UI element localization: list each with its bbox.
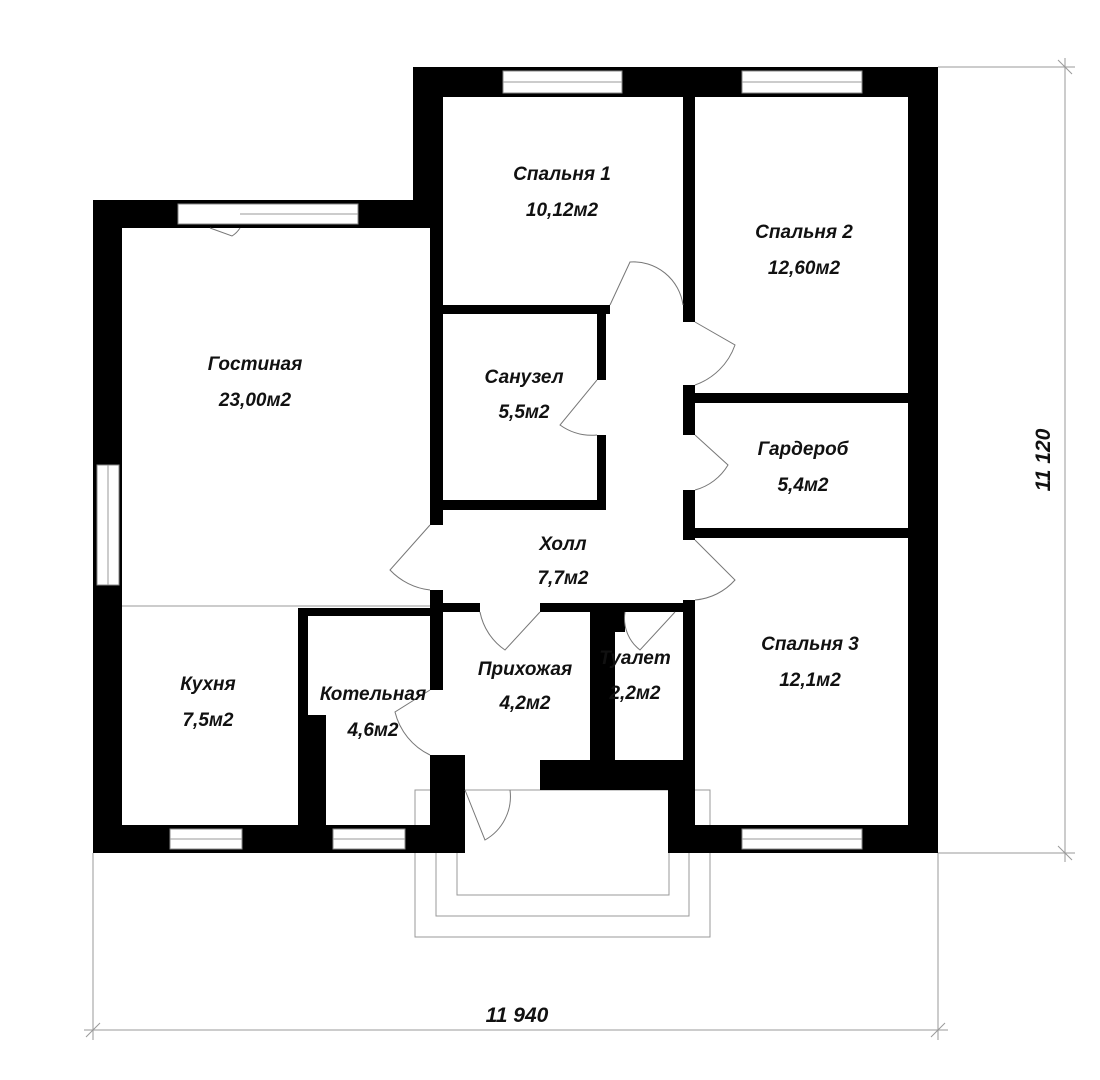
room-area: 5,4м2 [777,475,828,496]
room-area: 7,5м2 [182,710,233,731]
windows [96,70,863,850]
width-dimension: 11 940 [486,1004,549,1027]
room-name: Холл [538,534,586,555]
room-name: Туалет [599,648,671,669]
room-bathroom: Санузел 5,5м2 [484,367,563,423]
room-name: Гостиная [208,354,303,375]
room-name: Гардероб [758,439,850,460]
room-area: 12,1м2 [779,670,841,691]
dimension-lines [84,58,1075,1040]
room-bedroom3: Спальня 3 12,1м2 [761,634,859,691]
room-name: Котельная [320,684,426,705]
room-kitchen: Кухня 7,5м2 [180,674,235,731]
room-area: 5,5м2 [498,402,549,423]
room-name: Санузел [484,367,563,388]
room-bedroom1: Спальня 1 10,12м2 [513,164,611,221]
room-area: 12,60м2 [768,258,841,279]
room-area: 7,7м2 [537,568,588,589]
height-dimension: 11 120 [1032,428,1055,491]
room-hall: Холл 7,7м2 [537,534,588,589]
room-name: Спальня 3 [761,634,859,655]
room-toilet: Туалет 2,2м2 [599,648,671,704]
room-name: Спальня 2 [755,222,853,243]
room-entry: Прихожая 4,2м2 [478,659,572,714]
room-wardrobe: Гардероб 5,4м2 [758,439,850,496]
room-area: 2,2м2 [608,683,660,704]
room-area: 10,12м2 [526,200,599,221]
room-area: 23,00м2 [218,390,292,411]
room-area: 4,2м2 [498,693,550,714]
room-name: Прихожая [478,659,572,680]
room-area: 4,6м2 [346,720,398,741]
room-name: Кухня [180,674,235,695]
room-name: Спальня 1 [513,164,611,185]
room-bedroom2: Спальня 2 12,60м2 [755,222,853,279]
room-boiler: Котельная 4,6м2 [320,684,426,741]
doors [209,227,736,841]
room-living: Гостиная 23,00м2 [208,354,303,411]
